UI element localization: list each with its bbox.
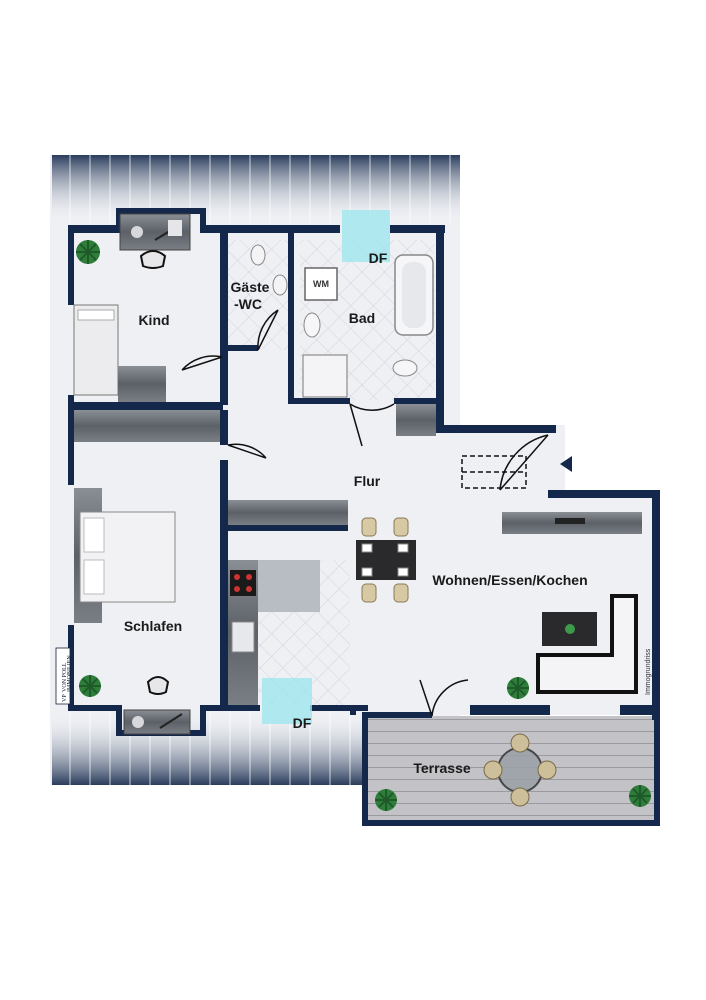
schlafen-chair bbox=[146, 676, 170, 695]
credit-immogrundriss: Immogrundriss bbox=[645, 648, 652, 695]
washing-machine bbox=[304, 267, 338, 301]
room-label-kind: Kind bbox=[138, 312, 169, 328]
kind-chair bbox=[139, 250, 167, 269]
terrace-plant-right-icon bbox=[629, 785, 651, 807]
room-label-gaeste-line1: Gäste bbox=[231, 279, 270, 295]
door-terrace bbox=[419, 679, 469, 717]
terrace-plant-left-icon bbox=[375, 789, 397, 811]
terrace-furniture bbox=[375, 733, 651, 811]
kind-dresser bbox=[118, 366, 166, 402]
bad-toilet bbox=[392, 359, 418, 377]
living-plant-icon bbox=[507, 677, 529, 699]
bad-sink bbox=[303, 312, 321, 338]
door-wc bbox=[257, 309, 279, 351]
sofa bbox=[536, 594, 638, 694]
fixture-label-df-top: DF bbox=[369, 250, 388, 266]
cooktop bbox=[230, 570, 256, 596]
wc-toilet bbox=[250, 244, 266, 266]
roof-window-top bbox=[342, 210, 390, 262]
kind-plant-icon bbox=[76, 240, 100, 264]
terrace-table bbox=[497, 747, 543, 793]
room-label-wohnen: Wohnen/Essen/Kochen bbox=[432, 572, 587, 588]
logo-line2: IMMOBILIEN bbox=[67, 655, 73, 692]
door-bedroom bbox=[227, 443, 267, 459]
schlafen-furniture bbox=[74, 488, 191, 735]
wardrobe-hall bbox=[74, 404, 436, 525]
door-bad bbox=[349, 403, 395, 447]
room-label-flur: Flur bbox=[354, 473, 381, 489]
doors bbox=[181, 309, 549, 717]
roof-windows bbox=[262, 210, 390, 724]
walls bbox=[68, 208, 660, 826]
roof-window-bottom bbox=[262, 678, 312, 724]
wc-fixtures bbox=[250, 244, 288, 296]
schlafen-plant-icon bbox=[79, 675, 101, 697]
logo-initials: VP bbox=[62, 694, 68, 702]
door-kind bbox=[181, 355, 223, 371]
shower bbox=[302, 354, 348, 398]
living-furniture bbox=[502, 512, 642, 699]
room-label-terrasse: Terrasse bbox=[413, 760, 471, 776]
entrance-arrow-icon bbox=[560, 456, 572, 472]
kitchen-sink bbox=[231, 621, 255, 653]
wc-sink bbox=[272, 274, 288, 296]
room-label-schlafen: Schlafen bbox=[124, 618, 182, 634]
room-label-gaeste-line2: -WC bbox=[234, 296, 262, 312]
fixture-label-wm: WM bbox=[313, 279, 329, 289]
vonpoll-logo: VP VON POLL IMMOBILIEN bbox=[55, 647, 73, 705]
room-label-bad: Bad bbox=[349, 310, 375, 326]
door-entrance bbox=[499, 434, 549, 491]
fixture-label-df-bottom: DF bbox=[293, 715, 312, 731]
kitchen bbox=[228, 560, 320, 705]
kind-furniture bbox=[73, 213, 191, 402]
logo-line1: VON POLL bbox=[62, 662, 68, 692]
dining-set bbox=[356, 517, 416, 603]
bad-fixtures bbox=[302, 254, 434, 398]
